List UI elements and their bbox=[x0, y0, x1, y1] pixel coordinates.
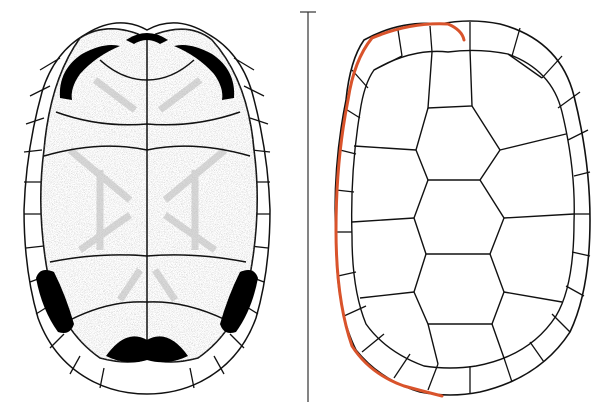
carapace-outline bbox=[335, 21, 590, 395]
carapace-panel bbox=[335, 21, 590, 396]
plastron-panel bbox=[24, 20, 270, 394]
panel-divider bbox=[300, 12, 316, 402]
